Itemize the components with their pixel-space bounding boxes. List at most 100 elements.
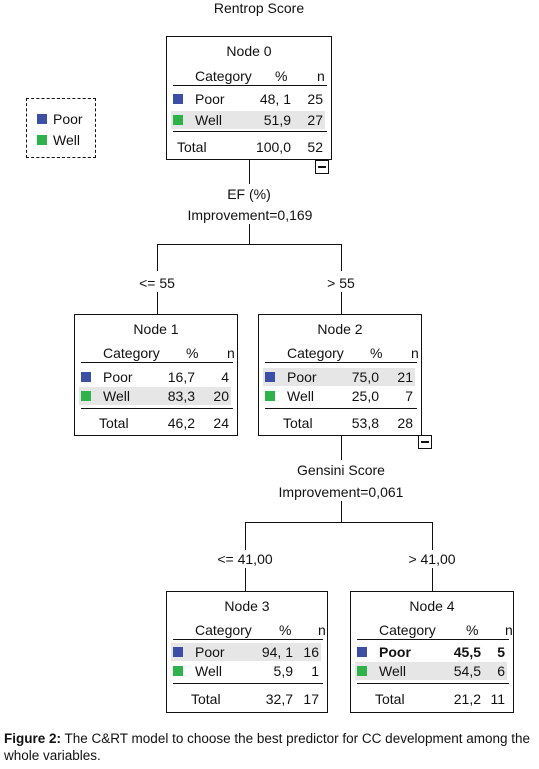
percent-value: 83,3 [167, 388, 195, 404]
poor-square-icon [265, 372, 275, 382]
category-label: Poor [379, 644, 411, 660]
branch-label-right: > 55 [327, 275, 355, 291]
total-label: Total [99, 415, 129, 431]
percent-value: 32,7 [265, 691, 293, 707]
well-square-icon [265, 391, 275, 401]
n-value: 21 [397, 369, 413, 385]
category-header: Category [287, 345, 344, 361]
node-2: Node 2 Category % n Poor 75,0 21 Well 25… [258, 314, 422, 436]
category-header: Category [379, 622, 436, 638]
well-square-icon [37, 135, 47, 145]
n-value: 20 [213, 388, 229, 404]
node-title: Node 1 [133, 321, 179, 337]
poor-row: Poor 48, 1 25 [171, 90, 325, 108]
well-row: Well 54,5 6 [355, 662, 507, 680]
well-square-icon [173, 115, 183, 125]
figure-label: Figure 2: [4, 731, 62, 746]
category-header: Category [195, 622, 252, 638]
percent-header: % [279, 622, 292, 638]
table-header-row: Category % n [79, 344, 235, 362]
well-row: Well 25,0 7 [263, 387, 415, 405]
n-header: n [227, 345, 235, 361]
node-title: Node 0 [226, 43, 272, 59]
percent-value: 54,5 [453, 663, 481, 679]
n-value: 6 [497, 663, 505, 679]
node-4: Node 4 Category % n Poor 45,5 5 Well 54,… [350, 591, 514, 713]
node-title: Node 2 [317, 321, 363, 337]
figure-caption-text: The C&RT model to choose the best predic… [4, 731, 531, 763]
percent-value: 21,2 [453, 691, 481, 707]
category-label: Well [195, 112, 222, 128]
total-label: Total [191, 691, 221, 707]
split-variable: EF (%) [227, 186, 271, 202]
legend: Poor Well [26, 98, 96, 158]
branch-label-left: <= 55 [139, 275, 175, 291]
node-0: Node 0 Category % n Poor 48, 1 25 Well 5… [166, 36, 332, 160]
table-header-row: Category % n [263, 344, 419, 362]
total-row: Total 53,8 28 [263, 414, 415, 432]
n-value: 24 [213, 415, 229, 431]
well-row: Well 51,9 27 [171, 111, 325, 129]
n-header: n [411, 345, 419, 361]
total-row: Total 100,0 52 [171, 138, 325, 156]
table-header-row: Category % n [355, 621, 513, 639]
category-label: Well [379, 663, 406, 679]
n-header: n [317, 68, 325, 84]
n-header: n [318, 622, 326, 638]
collapse-node-0-button[interactable] [315, 160, 329, 174]
poor-square-icon [173, 94, 183, 104]
well-row: Well 83,3 20 [79, 387, 231, 405]
percent-header: % [186, 345, 199, 361]
percent-value: 25,0 [351, 388, 379, 404]
n-value: 27 [307, 112, 323, 128]
percent-header: % [466, 622, 479, 638]
n-value: 5 [497, 644, 505, 660]
category-label: Poor [195, 91, 225, 107]
percent-value: 53,8 [351, 415, 379, 431]
n-value: 52 [307, 139, 323, 155]
poor-square-icon [81, 372, 91, 382]
table-header-row: Category % n [171, 621, 326, 639]
category-label: Poor [287, 369, 317, 385]
node-1: Node 1 Category % n Poor 16,7 4 Well 83,… [74, 314, 238, 436]
n-value: 17 [303, 691, 319, 707]
category-header: Category [195, 68, 252, 84]
category-header: Category [103, 345, 160, 361]
table-header-row: Category % n [171, 67, 325, 85]
branch-label-right: > 41,00 [408, 551, 456, 567]
category-label: Poor [195, 644, 225, 660]
n-value: 7 [405, 388, 413, 404]
branch-label-left: <= 41,00 [217, 551, 273, 567]
collapse-node-2-button[interactable] [418, 435, 432, 449]
percent-value: 75,0 [351, 369, 379, 385]
legend-label: Well [53, 132, 80, 148]
n-value: 11 [490, 691, 505, 707]
percent-header: % [370, 345, 383, 361]
poor-square-icon [173, 647, 183, 657]
poor-row: Poor 94, 1 16 [171, 643, 321, 661]
n-value: 1 [311, 663, 319, 679]
n-value: 25 [307, 91, 323, 107]
percent-value: 5,9 [273, 663, 293, 679]
n-value: 28 [397, 415, 413, 431]
well-square-icon [173, 666, 183, 676]
category-label: Well [287, 388, 314, 404]
category-label: Poor [103, 369, 133, 385]
percent-value: 94, 1 [261, 644, 293, 660]
poor-row: Poor 75,0 21 [263, 368, 415, 386]
percent-value: 48, 1 [259, 91, 291, 107]
percent-value: 45,5 [453, 644, 481, 660]
poor-row: Poor 16,7 4 [79, 368, 231, 386]
node-title: Node 3 [224, 598, 270, 614]
split-variable: Gensini Score [297, 462, 385, 478]
n-header: n [505, 622, 513, 638]
split-improvement: Improvement=0,061 [278, 484, 404, 500]
percent-value: 46,2 [167, 415, 195, 431]
total-label: Total [177, 139, 207, 155]
category-label: Well [103, 388, 130, 404]
figure-caption: Figure 2: The C&RT model to choose the b… [4, 730, 536, 764]
percent-value: 51,9 [263, 112, 291, 128]
poor-row: Poor 45,5 5 [355, 643, 507, 661]
percent-value: 16,7 [167, 369, 195, 385]
n-value: 4 [221, 369, 229, 385]
